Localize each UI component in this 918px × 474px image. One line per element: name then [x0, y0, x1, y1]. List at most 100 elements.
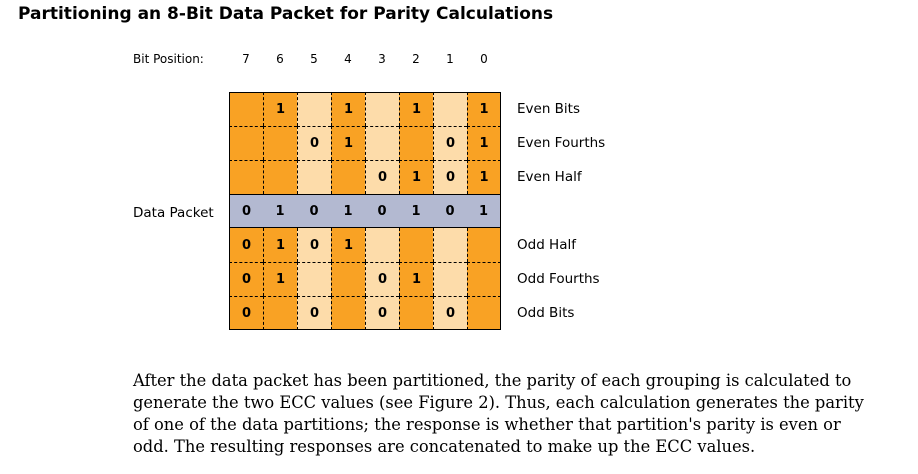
paragraph-line: of one of the data partitions; the respo… — [133, 415, 841, 434]
partition-cell — [399, 296, 433, 330]
bit-value: 1 — [275, 272, 286, 287]
partition-cell: 0 — [297, 228, 331, 262]
bit-position-3: 3 — [378, 52, 386, 66]
partition-cell — [331, 262, 365, 296]
partition-cell — [467, 228, 501, 262]
bit-value: 0 — [309, 305, 320, 321]
bit-value: 0 — [241, 272, 252, 287]
bit-value: 0 — [377, 203, 387, 219]
bit-value: 1 — [411, 170, 422, 185]
partition-cell: 0 — [229, 228, 263, 262]
partition-cell — [399, 228, 433, 262]
bit-value: 0 — [309, 237, 320, 253]
partition-cell — [229, 160, 263, 194]
bit-value: 1 — [275, 237, 286, 253]
data-bit-cell: 0 — [229, 194, 263, 228]
bit-position-1: 1 — [446, 52, 454, 66]
partition-cell: 1 — [467, 126, 501, 160]
bit-position-2: 2 — [412, 52, 420, 66]
partition-cell: 1 — [467, 92, 501, 126]
bit-value: 0 — [445, 170, 456, 185]
bit-value: 0 — [377, 305, 388, 321]
bit-value: 0 — [445, 203, 455, 219]
partition-cell: 1 — [399, 262, 433, 296]
partition-cell: 0 — [433, 126, 467, 160]
data-packet-label: Data Packet — [133, 205, 214, 221]
partition-cell — [263, 160, 297, 194]
bit-value: 1 — [479, 102, 489, 117]
bit-value: 0 — [309, 136, 320, 151]
row-label-even-fourths: Even Fourths — [517, 135, 606, 151]
partition-cell — [433, 262, 467, 296]
data-bit-cell: 0 — [297, 194, 331, 228]
bit-position-6: 6 — [276, 52, 284, 66]
bit-value: 1 — [411, 203, 421, 219]
bit-value: 1 — [275, 203, 285, 219]
paragraph-line: generate the two ECC values (see Figure … — [133, 393, 864, 412]
bit-value: 1 — [411, 102, 422, 117]
partition-cell: 1 — [331, 126, 365, 160]
partition-cell — [331, 296, 365, 330]
bit-value: 0 — [445, 305, 456, 321]
row-label-even-half: Even Half — [517, 169, 582, 185]
partition-cell — [365, 228, 399, 262]
bit-value: 0 — [377, 170, 388, 185]
bit-position-4: 4 — [344, 52, 352, 66]
partition-cell — [331, 160, 365, 194]
row-label-odd-half: Odd Half — [517, 237, 576, 253]
row-label-odd-bits: Odd Bits — [517, 305, 575, 321]
bit-value: 1 — [478, 203, 489, 219]
partition-cell: 0 — [433, 160, 467, 194]
bit-value: 0 — [241, 305, 252, 321]
partition-cell — [467, 296, 501, 330]
row-label-even-bits: Even Bits — [517, 101, 581, 117]
partition-cell — [229, 92, 263, 126]
bit-position-7: 7 — [242, 52, 250, 66]
paragraph-line: odd. The resulting responses are concate… — [133, 437, 756, 456]
partition-cell: 0 — [297, 296, 331, 330]
partition-cell: 1 — [263, 228, 297, 262]
partition-cell: 1 — [331, 228, 365, 262]
paragraph-line: After the data packet has been partition… — [133, 371, 852, 390]
partition-cell: 1 — [399, 160, 433, 194]
partition-cell: 0 — [365, 296, 399, 330]
data-bit-cell: 1 — [399, 194, 433, 228]
partition-cell: 1 — [263, 92, 297, 126]
data-bit-cell: 1 — [467, 194, 501, 228]
bit-value: 0 — [377, 272, 388, 287]
partition-cell — [263, 296, 297, 330]
bit-value: 0 — [241, 237, 252, 253]
bit-value: 1 — [343, 102, 354, 117]
bit-value: 1 — [411, 272, 422, 287]
partition-cell — [433, 228, 467, 262]
data-bit-cell: 0 — [433, 194, 467, 228]
figure-title: Partitioning an 8-Bit Data Packet for Pa… — [18, 4, 554, 24]
bit-value: 0 — [241, 203, 252, 219]
partition-cell — [467, 262, 501, 296]
partition-cell — [365, 126, 399, 160]
partition-cell: 0 — [297, 126, 331, 160]
body-paragraph: After the data packet has been partition… — [133, 370, 883, 458]
partition-cell — [365, 92, 399, 126]
bit-position-label: Bit Position: — [133, 52, 204, 66]
partition-cell — [433, 92, 467, 126]
partition-cell: 1 — [263, 262, 297, 296]
partition-cell: 1 — [399, 92, 433, 126]
partition-cell — [399, 126, 433, 160]
data-bit-cell: 1 — [331, 194, 365, 228]
partition-cell: 0 — [229, 262, 263, 296]
partition-cell: 1 — [467, 160, 501, 194]
bit-value: 1 — [479, 136, 489, 151]
bit-position-5: 5 — [310, 52, 318, 66]
partition-cell: 1 — [331, 92, 365, 126]
partition-cell: 0 — [365, 160, 399, 194]
bit-value: 0 — [445, 136, 456, 151]
bit-value: 1 — [343, 237, 354, 253]
partition-cell — [229, 126, 263, 160]
data-bit-cell: 1 — [263, 194, 297, 228]
row-label-odd-fourths: Odd Fourths — [517, 271, 600, 287]
data-bit-cell: 0 — [365, 194, 399, 228]
bit-value: 1 — [343, 136, 354, 151]
bit-position-0: 0 — [480, 52, 488, 66]
